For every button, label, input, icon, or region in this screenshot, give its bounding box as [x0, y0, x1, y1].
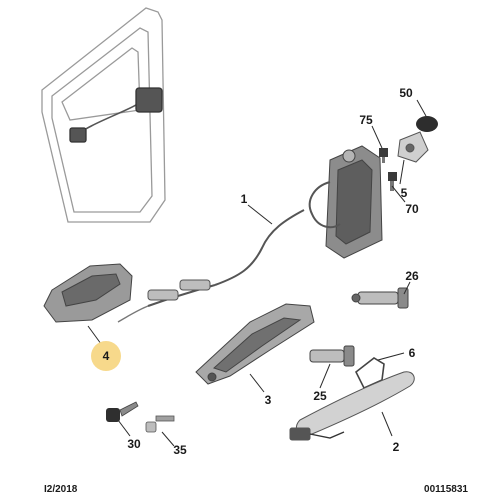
label-part-3: 3	[265, 393, 272, 407]
lock-cylinder-25-part	[309, 345, 355, 367]
label-part-75: 75	[359, 113, 373, 127]
striker-part	[397, 131, 429, 163]
label-part-2: 2	[393, 440, 400, 454]
footer-reference: 00115831	[424, 484, 468, 495]
label-part-26: 26	[405, 269, 419, 283]
gasket-part	[354, 357, 385, 390]
label-part-4: 4	[103, 349, 110, 363]
lock-cylinder-26-part	[351, 287, 409, 309]
screw-part	[379, 148, 388, 163]
cap-part	[416, 116, 438, 132]
label-part-35: 35	[173, 443, 187, 457]
footer-date: I2/2018	[44, 484, 78, 495]
label-part-50: 50	[399, 86, 413, 100]
label-part-5: 5	[401, 186, 408, 200]
bolt-part	[388, 172, 397, 191]
outer-handle-part	[289, 371, 415, 441]
cable-part	[117, 181, 341, 323]
label-part-70: 70	[405, 202, 419, 216]
latch-part	[325, 145, 383, 259]
door-outline	[41, 7, 166, 223]
handle-bracket-part	[195, 303, 315, 385]
label-part-1: 1	[241, 192, 248, 206]
callout-labels: 1 2 3 4 5 6 25 26 30 35 50 70 75	[103, 86, 419, 457]
highlight-badge	[91, 341, 121, 371]
inner-handle-part	[43, 263, 133, 323]
key-part	[106, 401, 139, 422]
key-blank-part	[145, 415, 175, 433]
label-part-30: 30	[127, 437, 141, 451]
label-part-25: 25	[313, 389, 327, 403]
label-part-6: 6	[409, 346, 416, 360]
